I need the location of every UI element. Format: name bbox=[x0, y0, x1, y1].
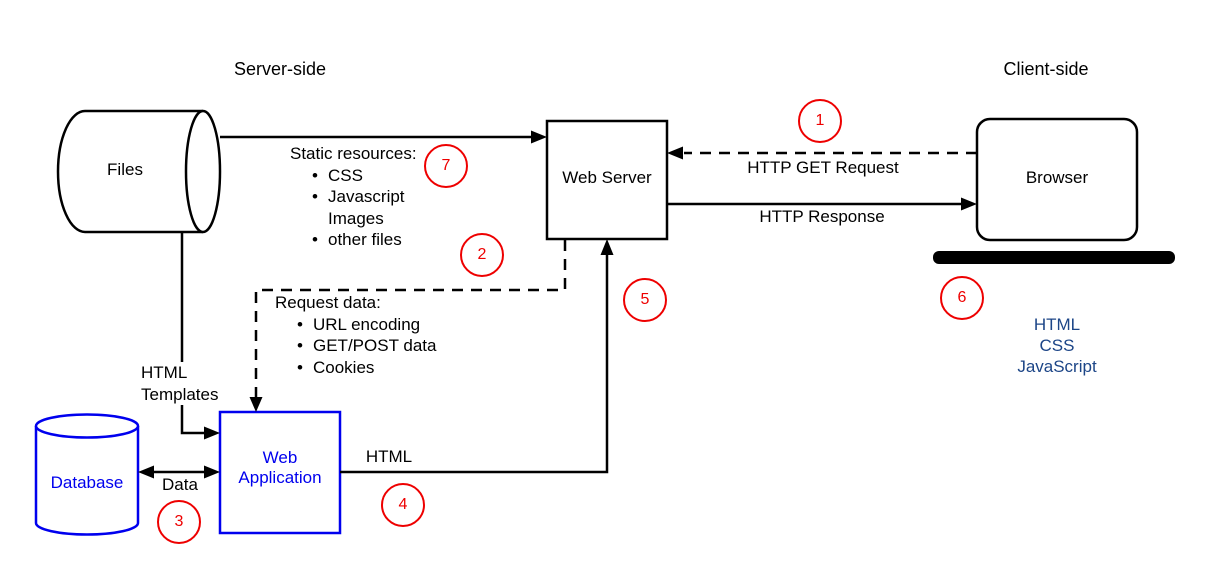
edge-data-bidirectional-arrow bbox=[138, 465, 220, 479]
step-marker-5: 5 bbox=[623, 278, 667, 322]
static-resources-title: Static resources: bbox=[290, 144, 417, 163]
client-side-label: Client-side bbox=[1003, 59, 1089, 79]
html-edge-label: HTML bbox=[365, 447, 413, 466]
bullet-icon: • bbox=[297, 314, 303, 334]
data-edge-label: Data bbox=[162, 475, 198, 494]
request-data-item: • Cookies bbox=[297, 357, 375, 377]
request-data-title: Request data: bbox=[275, 293, 381, 312]
step-marker-6: 6 bbox=[940, 276, 984, 320]
request-data-item: • URL encoding bbox=[297, 314, 421, 334]
database-label: Database bbox=[50, 473, 124, 492]
edge-static-resources-arrow bbox=[220, 130, 547, 144]
client-tech-html: HTML bbox=[1033, 315, 1081, 334]
server-side-label: Server-side bbox=[233, 59, 327, 79]
http-response-label: HTTP Response bbox=[759, 207, 885, 226]
database-cylinder bbox=[34, 413, 140, 536]
static-resources-item: Images bbox=[290, 208, 417, 230]
browser-box bbox=[975, 117, 1139, 242]
bullet-icon: • bbox=[312, 230, 318, 249]
web-server-box bbox=[545, 119, 669, 241]
web-application-box bbox=[218, 410, 342, 535]
bullet-icon: • bbox=[312, 187, 318, 206]
client-tech-javascript: JavaScript bbox=[1017, 357, 1097, 376]
edge-http-response-arrow bbox=[667, 197, 977, 211]
static-resources-annotation: Static resources: • CSS • Javascript Ima… bbox=[290, 143, 417, 251]
request-data-item: • GET/POST data bbox=[297, 336, 437, 355]
bullet-icon: • bbox=[297, 336, 303, 355]
edge-http-get-request-arrow bbox=[667, 146, 977, 160]
edge-request-data-arrow bbox=[249, 240, 567, 412]
step-marker-3: 3 bbox=[157, 500, 201, 544]
client-tech-list: HTML CSS JavaScript bbox=[977, 314, 1137, 377]
web-server-label: Web Server bbox=[562, 168, 652, 187]
static-resources-item: • other files bbox=[312, 230, 402, 249]
static-resources-item: • Javascript bbox=[312, 187, 405, 206]
static-resources-item: • CSS bbox=[312, 165, 363, 185]
html-templates-label: HTML Templates bbox=[138, 362, 222, 405]
edge-html-templates-arrow bbox=[180, 232, 220, 440]
files-label: Files bbox=[107, 160, 143, 179]
web-application-label: Web Application bbox=[238, 448, 322, 487]
step-marker-1: 1 bbox=[798, 99, 842, 143]
bullet-icon: • bbox=[297, 357, 303, 377]
bullet-icon: • bbox=[312, 165, 318, 185]
step-marker-2: 2 bbox=[460, 233, 504, 277]
edge-html-to-webserver-arrow bbox=[340, 239, 614, 474]
request-data-annotation: Request data: • URL encoding • GET/POST … bbox=[275, 292, 436, 378]
step-marker-7: 7 bbox=[424, 144, 468, 188]
browser-label: Browser bbox=[1025, 168, 1089, 187]
bullet-icon bbox=[312, 208, 328, 230]
files-cylinder bbox=[56, 109, 222, 234]
laptop-base-bar bbox=[933, 251, 1175, 264]
http-get-request-label: HTTP GET Request bbox=[747, 158, 899, 177]
client-tech-css: CSS bbox=[1039, 336, 1075, 355]
step-marker-4: 4 bbox=[381, 483, 425, 527]
